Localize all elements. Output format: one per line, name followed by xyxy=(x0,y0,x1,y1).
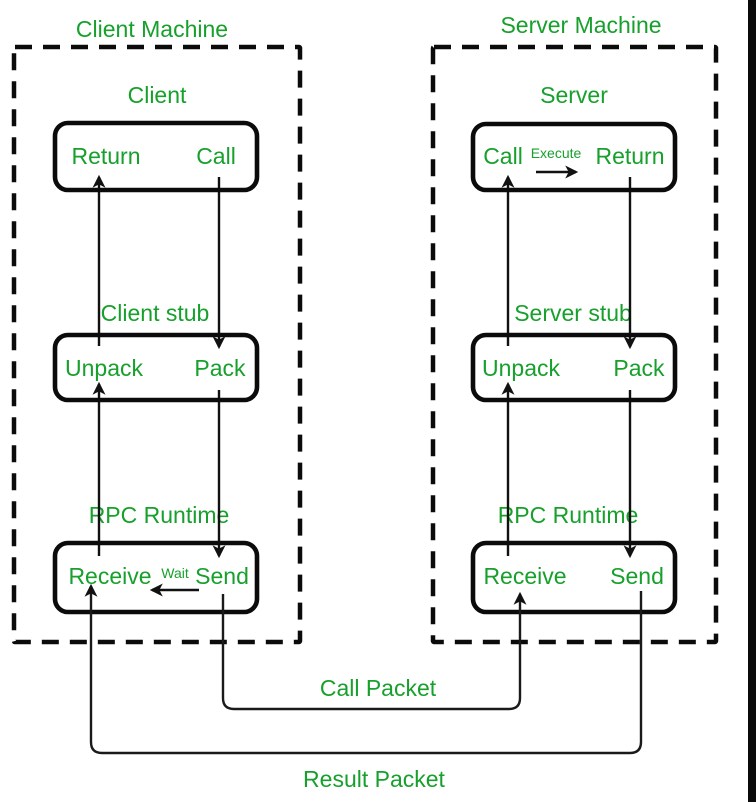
server-runtime-box xyxy=(470,540,678,615)
client-rpc-runtime-section-label: RPC Runtime xyxy=(89,502,230,528)
client-return-label: Return xyxy=(71,143,140,169)
server-machine-border xyxy=(430,44,719,645)
execute-label: Execute xyxy=(531,145,582,161)
server-stub-box xyxy=(470,332,678,403)
client-stub-box xyxy=(52,332,260,403)
client-runtime-box xyxy=(52,540,260,615)
call-packet-arrow xyxy=(221,591,527,711)
server-unpack-label: Unpack xyxy=(482,355,560,381)
client-stub-section-label: Client stub xyxy=(101,300,210,326)
client-machine-border xyxy=(11,44,303,645)
server-return-label: Return xyxy=(595,143,664,169)
result-packet-label: Result Packet xyxy=(303,766,446,792)
client-section-label: Client xyxy=(128,82,187,108)
server-receive-label: Receive xyxy=(483,563,566,589)
result-packet-arrow xyxy=(84,583,643,755)
server-call-return-box xyxy=(470,121,678,193)
server-call-label: Call xyxy=(483,143,523,169)
server-machine-group: Server Machine Server Server stub RPC Ru… xyxy=(430,12,719,645)
server-pack-label: Pack xyxy=(613,355,665,381)
wait-label: Wait xyxy=(161,565,189,581)
client-machine-group: Client Machine Client Client stub RPC Ru… xyxy=(11,16,303,645)
client-unpack-label: Unpack xyxy=(65,355,143,381)
call-packet-label: Call Packet xyxy=(320,675,437,701)
packet-connections-group: Call Packet Result Packet xyxy=(84,583,643,792)
client-receive-label: Receive xyxy=(68,563,151,589)
server-stub-section-label: Server stub xyxy=(514,300,632,326)
client-machine-title: Client Machine xyxy=(76,16,228,42)
client-call-label: Call xyxy=(196,143,236,169)
server-machine-title: Server Machine xyxy=(500,12,661,38)
client-return-call-box xyxy=(52,120,260,193)
right-edge-strip xyxy=(748,0,756,802)
server-send-label: Send xyxy=(610,563,664,589)
client-send-label: Send xyxy=(195,563,249,589)
server-rpc-runtime-section-label: RPC Runtime xyxy=(498,502,639,528)
client-pack-label: Pack xyxy=(194,355,246,381)
server-section-label: Server xyxy=(540,82,608,108)
